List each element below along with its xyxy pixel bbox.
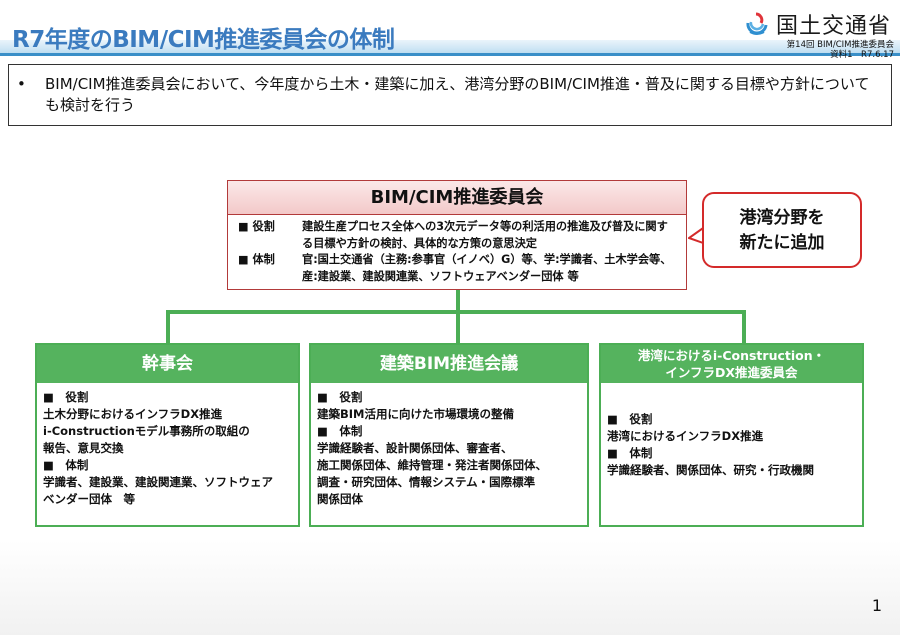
- subcommittee-title: 港湾におけるi-Construction・ インフラDX推進委員会: [601, 345, 862, 383]
- role-line: 報告、意見交換: [43, 441, 124, 455]
- structure-line: 関係団体: [317, 492, 363, 506]
- document-reference: 資料1 R7.6.17: [830, 50, 894, 60]
- role-text: 建設生産プロセス全体への3次元データ等の利活用の推進及び普及に関する目標や方針の…: [302, 220, 668, 250]
- bullet-marker: •: [17, 75, 26, 93]
- structure-line: 調査・研究団体、情報システム・国際標準: [317, 475, 536, 489]
- page-number: 1: [871, 596, 882, 615]
- role-line: 港湾におけるインフラDX推進: [607, 429, 764, 443]
- subcommittee-title: 幹事会: [37, 345, 298, 383]
- role-line: 土木分野におけるインフラDX推進: [43, 407, 223, 421]
- role-label: ■ 役割: [43, 390, 89, 404]
- structure-line: ベンダー団体 等: [43, 492, 135, 506]
- mlit-logo-icon: [746, 12, 768, 35]
- structure-label: ■ 体制: [43, 458, 89, 472]
- subcommittee-title: 建築BIM推進会議: [311, 345, 587, 383]
- structure-line: 学識経験者、関係団体、研究・行政機関: [607, 463, 814, 477]
- callout-line-1: 港湾分野を: [739, 208, 825, 228]
- subcommittee-port-dx: 港湾におけるi-Construction・ インフラDX推進委員会 ■ 役割 港…: [599, 343, 864, 527]
- structure-label: ■ 体制: [317, 424, 363, 438]
- main-committee-box: BIM/CIM推進委員会 ■ 役割 建設生産プロセス全体への3次元データ等の利活…: [227, 180, 687, 290]
- title-band: [0, 40, 900, 54]
- role-row: ■ 役割 建設生産プロセス全体への3次元データ等の利活用の推進及び普及に関する目…: [238, 219, 678, 252]
- structure-line: 学識者、建設業、建設関連業、ソフトウェア: [43, 475, 273, 489]
- slide-title: R7年度のBIM/CIM推進委員会の体制: [12, 27, 395, 53]
- role-line: i-Constructionモデル事務所の取組の: [43, 424, 250, 438]
- role-line: 建築BIM活用に向けた市場環境の整備: [317, 407, 514, 421]
- main-committee-title: BIM/CIM推進委員会: [228, 181, 686, 215]
- ministry-name: 国土交通省: [776, 14, 892, 39]
- connector-left: [166, 310, 170, 344]
- connector-horizontal: [166, 310, 746, 314]
- meeting-meta: 第14回 BIM/CIM推進委員会 資料1 R7.6.17: [787, 40, 894, 60]
- callout-line-2: 新たに追加: [739, 233, 825, 253]
- subcommittee-body: ■ 役割 建築BIM活用に向けた市場環境の整備 ■ 体制 学識経験者、設計関係団…: [311, 383, 587, 508]
- title-line-1: 港湾におけるi-Construction・: [637, 348, 826, 363]
- role-label: ■ 役割: [317, 390, 363, 404]
- structure-label: ■ 体制: [607, 446, 653, 460]
- meeting-name: 第14回 BIM/CIM推進委員会: [786, 40, 894, 50]
- title-line-2: インフラDX推進委員会: [665, 365, 798, 380]
- connector-right: [742, 310, 746, 344]
- title-underline: [0, 53, 900, 56]
- structure-row: ■ 体制 官:国土交通省（主務:参事官（イノベ）G）等、学:学識者、土木学会等、…: [238, 252, 678, 285]
- callout-bubble: 港湾分野を 新たに追加: [702, 192, 862, 268]
- subcommittee-building-bim: 建築BIM推進会議 ■ 役割 建築BIM活用に向けた市場環境の整備 ■ 体制 学…: [309, 343, 589, 527]
- structure-line: 施工関係団体、維持管理・発注者関係団体、: [317, 458, 547, 472]
- role-label: ■ 役割: [607, 412, 653, 426]
- role-label: ■ 役割: [238, 220, 275, 233]
- connector-trunk: [456, 290, 460, 344]
- main-committee-body: ■ 役割 建設生産プロセス全体への3次元データ等の利活用の推進及び普及に関する目…: [228, 215, 686, 285]
- structure-text: 官:国土交通省（主務:参事官（イノベ）G）等、学:学識者、土木学会等、産:建設業…: [302, 253, 672, 283]
- summary-box: • BIM/CIM推進委員会において、今年度から土木・建築に加え、港湾分野のBI…: [8, 64, 892, 126]
- subcommittee-body: ■ 役割 港湾におけるインフラDX推進 ■ 体制 学識経験者、関係団体、研究・行…: [601, 383, 862, 479]
- summary-text: BIM/CIM推進委員会において、今年度から土木・建築に加え、港湾分野のBIM/…: [45, 75, 870, 114]
- ministry-logo: 国土交通省: [744, 8, 891, 40]
- subcommittee-body: ■ 役割 土木分野におけるインフラDX推進 i-Constructionモデル事…: [37, 383, 298, 508]
- structure-line: 学識経験者、設計関係団体、審査者、: [317, 441, 513, 455]
- subcommittee-kanjikai: 幹事会 ■ 役割 土木分野におけるインフラDX推進 i-Construction…: [35, 343, 300, 527]
- structure-label: ■ 体制: [238, 253, 275, 266]
